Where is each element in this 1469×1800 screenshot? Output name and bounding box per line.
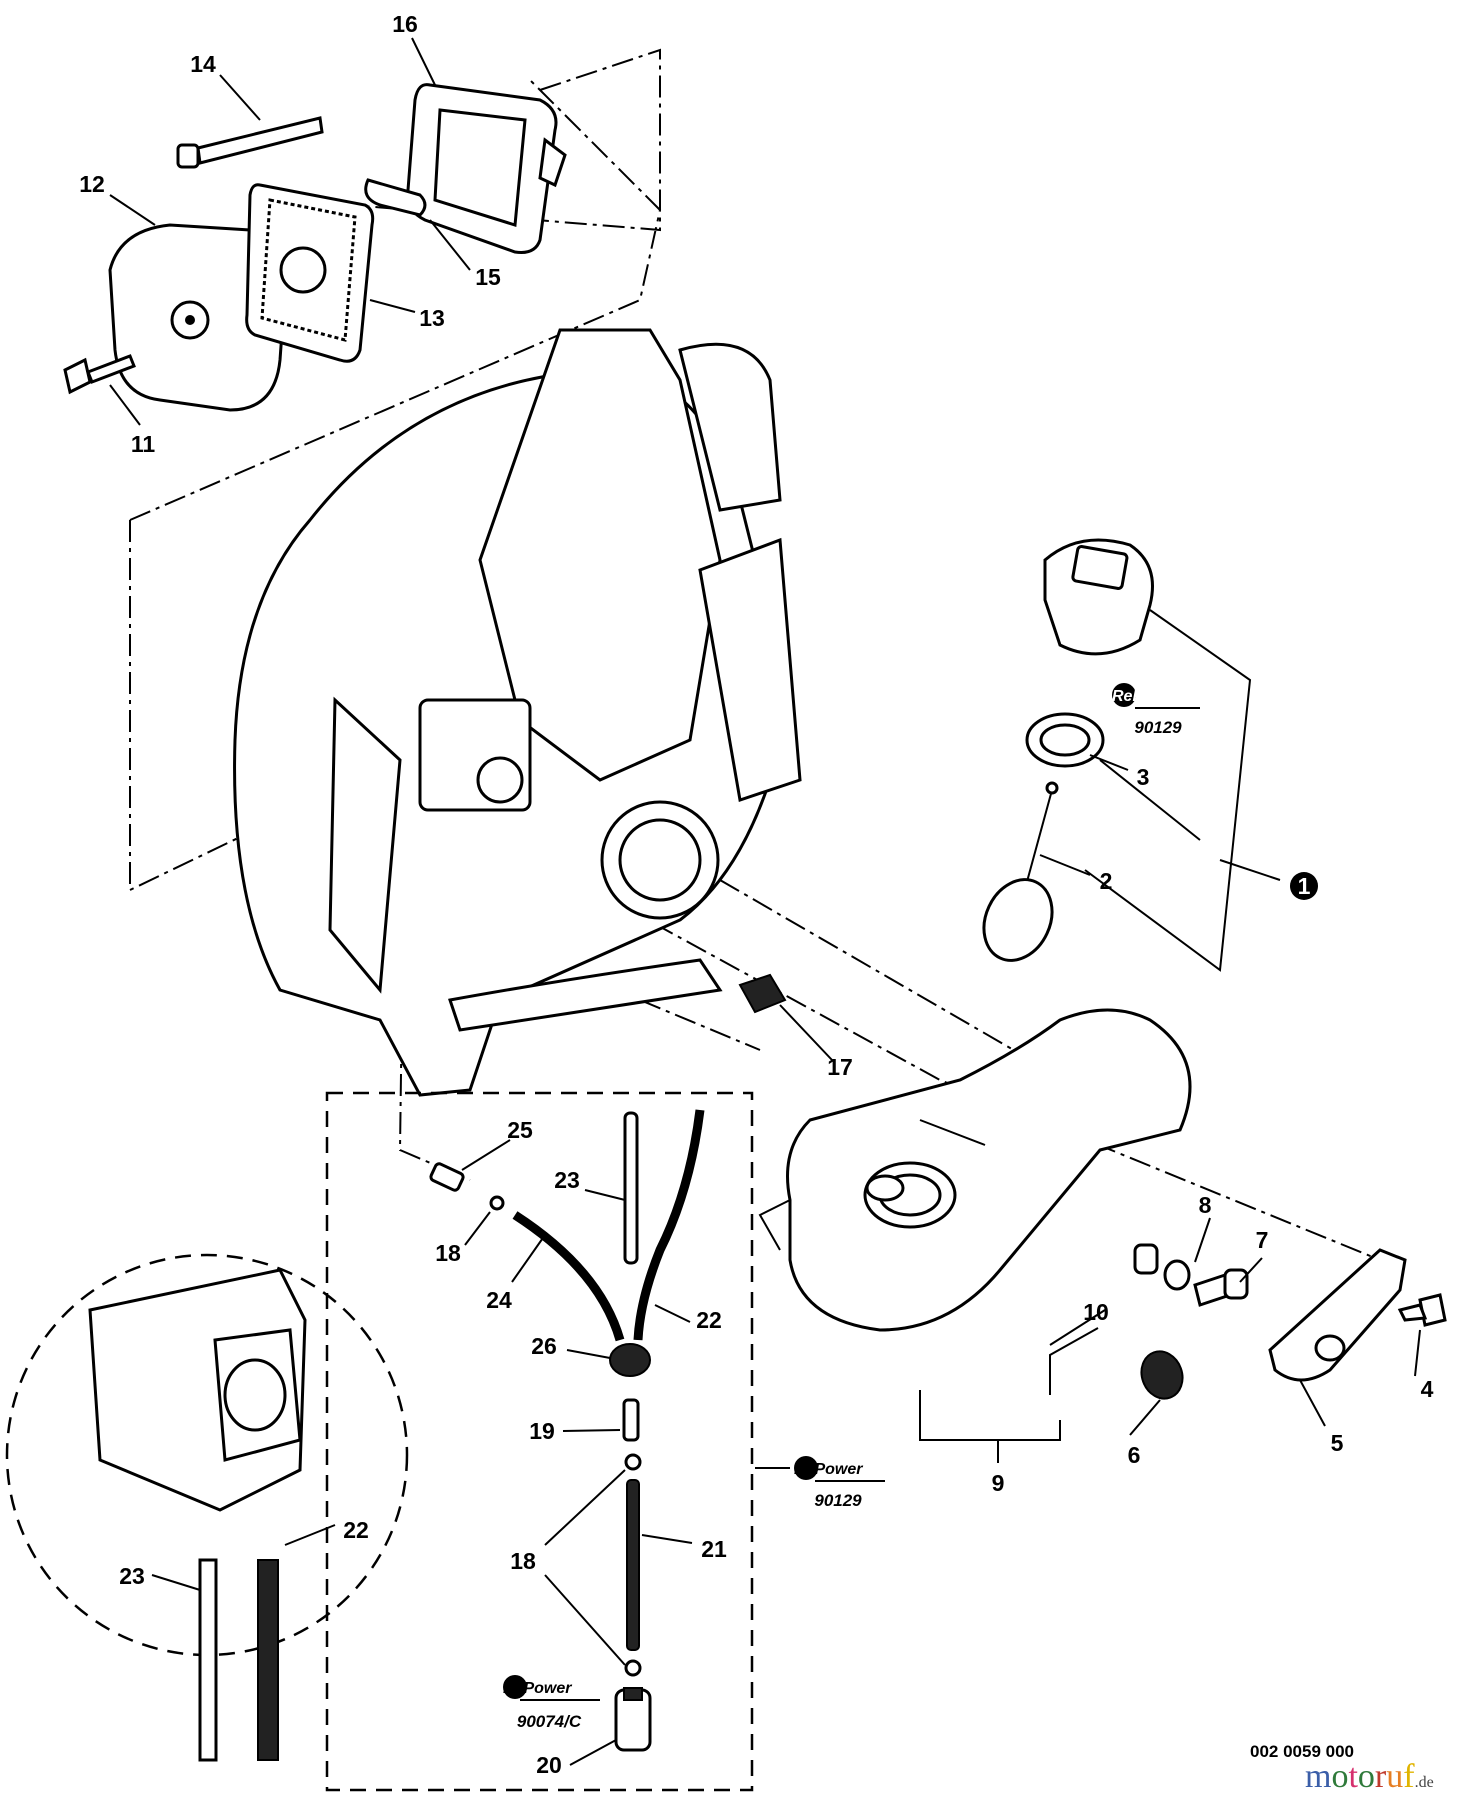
callout-15: 15 [475,264,501,290]
callout-22-detail: 22 [343,1517,369,1543]
blower-housing [233,328,802,1097]
callout-11: 11 [131,431,156,457]
o-ring-18 [624,1453,642,1471]
fuel-cap-assembly-1 [982,538,1318,972]
callout-9: 9 [992,1470,1005,1496]
svg-text:90074/C: 90074/C [517,1712,582,1731]
o-ring-18 [624,1659,642,1677]
callout-17: 17 [827,1054,853,1080]
dampener-17 [738,973,787,1014]
o-ring-18 [489,1195,505,1211]
callout-6: 6 [1128,1442,1141,1468]
document-number: 002 0059 000 [1250,1742,1354,1761]
washer-8 [1163,1259,1191,1291]
fuel-line-24 [512,1211,625,1342]
air-filter-cover-12 [108,223,287,412]
fuel-line-22 [633,1109,705,1341]
callout-4: 4 [1421,1376,1434,1402]
callout-7: 7 [1256,1227,1269,1253]
callout-13: 13 [419,305,445,331]
svg-text:RePower: RePower [794,1461,863,1478]
callout-21: 21 [701,1536,727,1562]
svg-text:90129: 90129 [814,1491,862,1510]
bolt-4 [1397,1293,1447,1327]
carburetor-detail [88,1268,307,1762]
assembly-line [398,769,1381,1261]
fuel-line-23 [623,1111,639,1265]
callout-23: 23 [554,1167,580,1193]
fuel-tank-9 [758,1008,1192,1332]
callout-25: 25 [507,1117,533,1143]
grommet-10 [1133,1243,1159,1275]
callout-3: 3 [1137,764,1150,790]
svg-text:90129: 90129 [1134,718,1182,737]
bolt-7 [1193,1268,1249,1307]
plug-6 [1140,1350,1184,1400]
callout-14: 14 [190,51,216,77]
callout-8: 8 [1199,1192,1212,1218]
fuel-filter-20 [614,1687,652,1752]
callout-1: 1 [1298,873,1311,899]
fuel-line-group-box [325,1091,754,1792]
callout-16: 16 [392,11,418,37]
leader-lines [109,37,1421,1766]
callout-19: 19 [529,1418,555,1444]
callout-24: 24 [486,1287,512,1313]
repower-badge-upper: RePower 90129 [1112,683,1200,737]
callout-26: 26 [531,1333,557,1359]
bracket-5 [1268,1248,1407,1382]
repower-badge-lower: RePower 90074/C [503,1675,600,1731]
svg-text:RePower: RePower [503,1680,572,1697]
watermark-logo: motoruf.de [1305,1758,1434,1795]
callout-18: 18 [435,1240,461,1266]
filter-element-13 [245,183,375,363]
callout-12: 12 [79,171,105,197]
fitting-25 [429,1162,465,1192]
callout-10: 10 [1083,1299,1109,1325]
callout-5: 5 [1331,1430,1344,1456]
callout-22: 22 [696,1307,722,1333]
bolt-14 [176,116,324,169]
fuel-line-21 [626,1479,640,1651]
callout-20: 20 [536,1752,562,1778]
repower-badge-middle: RePower 90129 [755,1456,885,1510]
callout-2: 2 [1100,868,1113,894]
fitting-19 [622,1398,640,1442]
grommet-26 [609,1343,651,1377]
gasket-15 [364,178,427,217]
callout-23-detail: 23 [119,1563,145,1589]
callout-18-lower: 18 [510,1548,536,1574]
svg-text:RePower: RePower [1112,688,1181,705]
wing-screw-11 [63,354,136,395]
air-cleaner-case-16 [406,83,567,254]
